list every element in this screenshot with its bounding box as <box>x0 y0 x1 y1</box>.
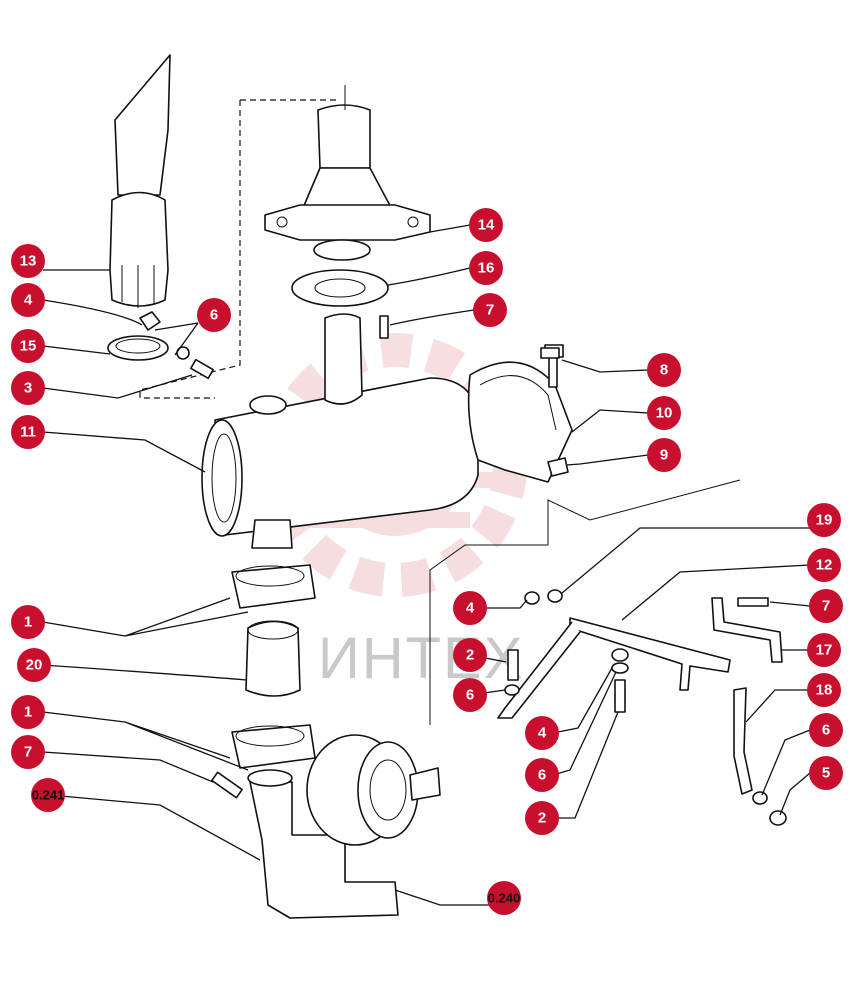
svg-text:13: 13 <box>20 253 37 270</box>
callout-20[interactable]: 20 <box>17 648 51 682</box>
svg-text:1: 1 <box>24 704 32 721</box>
clamp-15 <box>107 311 214 380</box>
callout-6-right[interactable]: 6 <box>809 713 843 747</box>
callout-6[interactable]: 6 <box>197 298 231 332</box>
muffler-11 <box>201 313 479 549</box>
svg-text:3: 3 <box>24 380 32 397</box>
callout-17[interactable]: 17 <box>807 633 841 667</box>
svg-text:5: 5 <box>822 765 830 782</box>
gasket-16 <box>291 239 389 307</box>
svg-text:4: 4 <box>466 600 475 617</box>
callout-layer: 13 4 15 3 6 11 14 16 7 8 10 9 19 12 7 17… <box>11 208 843 835</box>
sleeve-20 <box>245 620 301 697</box>
hose-clamp-upper <box>231 564 316 609</box>
svg-text:16: 16 <box>478 260 495 277</box>
strap-18 <box>733 687 753 795</box>
callout-4[interactable]: 4 <box>11 283 45 317</box>
svg-text:1: 1 <box>24 614 32 631</box>
svg-text:4: 4 <box>538 725 547 742</box>
svg-text:11: 11 <box>20 424 36 441</box>
callout-1-lower[interactable]: 1 <box>11 695 45 729</box>
hose-clamp-lower <box>231 724 316 769</box>
svg-text:15: 15 <box>20 338 37 355</box>
strap-17 <box>711 597 783 663</box>
svg-text:12: 12 <box>816 557 833 574</box>
strap-10 <box>467 344 573 483</box>
turbocharger-elbow <box>247 734 441 919</box>
bracket-12 <box>497 617 731 719</box>
callout-2-lower[interactable]: 2 <box>525 801 559 835</box>
callout-6-bracket[interactable]: 6 <box>453 678 487 712</box>
svg-text:7: 7 <box>822 598 830 615</box>
svg-text:6: 6 <box>466 687 474 704</box>
callout-10[interactable]: 10 <box>647 396 681 430</box>
svg-text:18: 18 <box>816 682 833 699</box>
callout-4-bracket[interactable]: 4 <box>453 591 487 625</box>
svg-text:2: 2 <box>466 647 474 664</box>
svg-text:6: 6 <box>538 767 546 784</box>
callout-2-bracket[interactable]: 2 <box>453 638 487 672</box>
callout-7-lower[interactable]: 7 <box>11 735 45 769</box>
svg-text:7: 7 <box>24 744 32 761</box>
svg-text:ИНТЕХ: ИНТЕХ <box>318 626 524 691</box>
callout-15[interactable]: 15 <box>11 329 45 363</box>
svg-text:17: 17 <box>816 642 833 659</box>
callout-11[interactable]: 11 <box>11 415 45 449</box>
svg-text:6: 6 <box>210 307 218 324</box>
fasteners <box>504 347 787 826</box>
svg-text:9: 9 <box>660 447 668 464</box>
callout-6-lower[interactable]: 6 <box>525 758 559 792</box>
svg-text:8: 8 <box>660 362 668 379</box>
svg-text:19: 19 <box>816 512 833 529</box>
svg-text:2: 2 <box>538 810 546 827</box>
reference-0-240[interactable]: 0.240 <box>487 881 521 915</box>
silencer-cone-14 <box>264 85 431 241</box>
svg-text:0.241: 0.241 <box>32 788 65 803</box>
callout-7-right[interactable]: 7 <box>809 589 843 623</box>
frame-line <box>429 479 741 725</box>
assembly-frame-line <box>139 99 340 399</box>
exhaust-pipe-13 <box>109 54 171 308</box>
svg-text:0.240: 0.240 <box>488 891 521 906</box>
bolt-7-lower <box>211 771 243 799</box>
svg-text:4: 4 <box>24 292 33 309</box>
callout-9[interactable]: 9 <box>647 438 681 472</box>
callout-5[interactable]: 5 <box>809 756 843 790</box>
svg-text:14: 14 <box>478 217 495 234</box>
reference-0-241[interactable]: 0.241 <box>31 778 65 812</box>
callout-1-upper[interactable]: 1 <box>11 605 45 639</box>
callout-3[interactable]: 3 <box>11 371 45 405</box>
callout-19[interactable]: 19 <box>807 503 841 537</box>
bolt-7 <box>379 315 389 339</box>
callout-13[interactable]: 13 <box>11 244 45 278</box>
svg-text:6: 6 <box>822 722 830 739</box>
callout-16[interactable]: 16 <box>469 251 503 285</box>
callout-18[interactable]: 18 <box>807 673 841 707</box>
svg-text:10: 10 <box>656 405 673 422</box>
callout-12[interactable]: 12 <box>807 548 841 582</box>
callout-7[interactable]: 7 <box>473 293 507 327</box>
callout-4-lower[interactable]: 4 <box>525 716 559 750</box>
watermark-text: ИНТЕХ <box>318 626 524 691</box>
svg-text:20: 20 <box>26 657 43 674</box>
svg-text:7: 7 <box>486 302 494 319</box>
callout-14[interactable]: 14 <box>469 208 503 242</box>
callout-8[interactable]: 8 <box>647 353 681 387</box>
